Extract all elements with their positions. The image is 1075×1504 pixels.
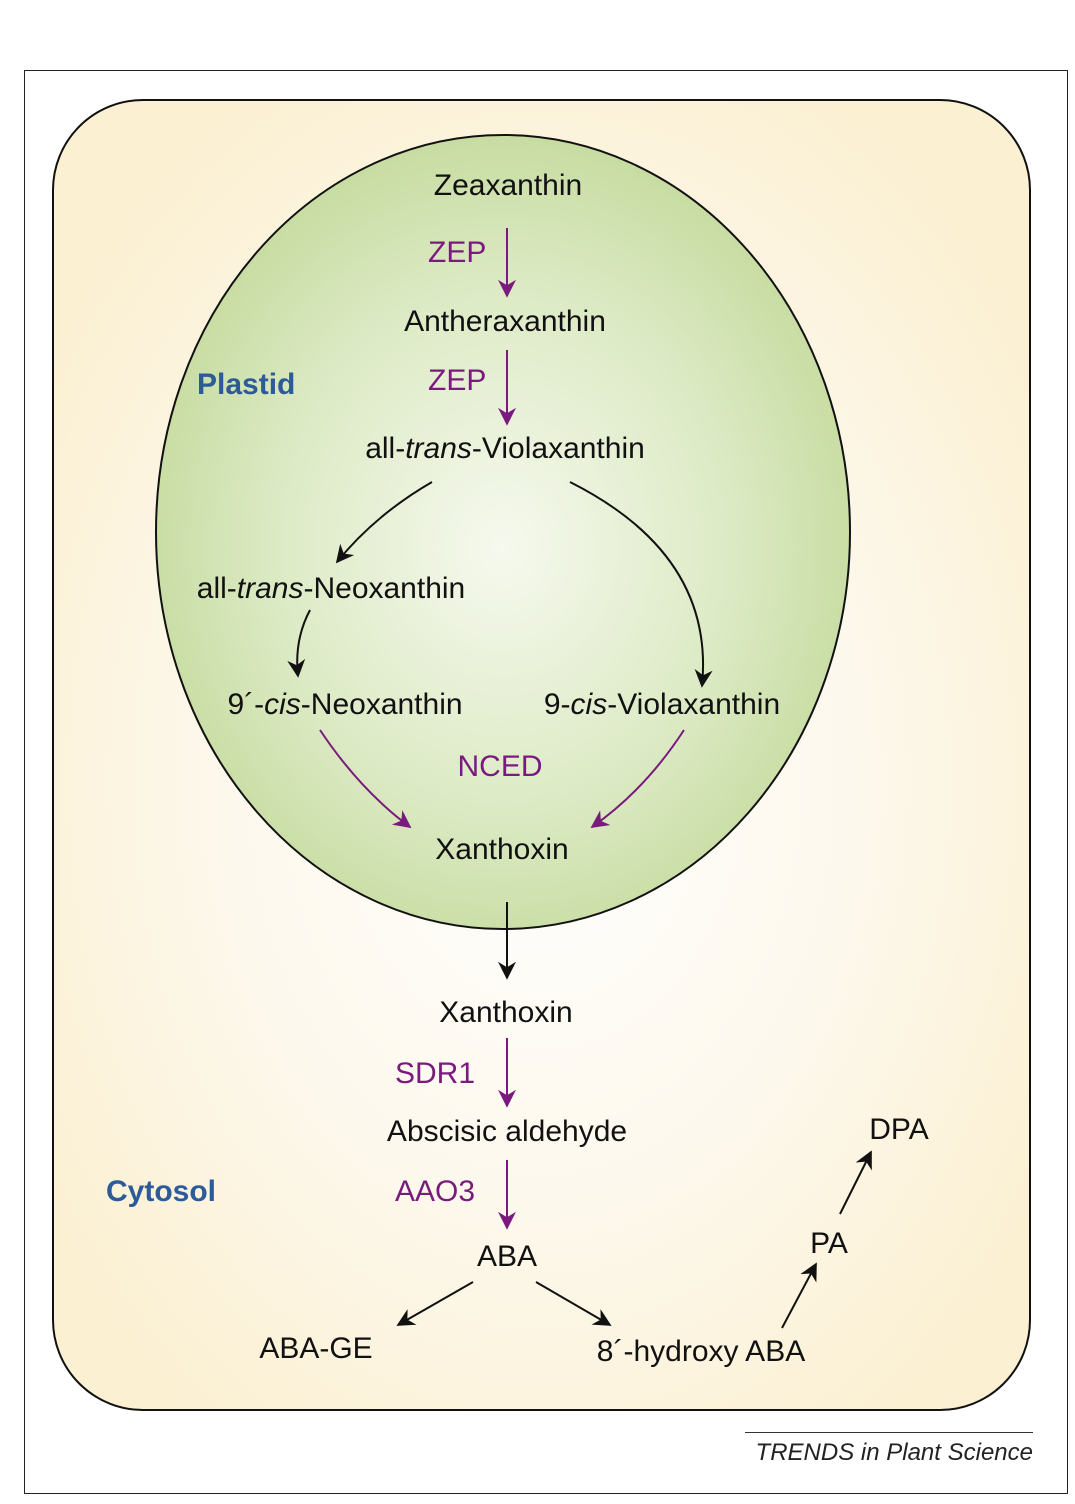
plastid-label: Plastid [197, 368, 296, 401]
cis-violaxanthin-label: 9-cis-Violaxanthin [543, 688, 781, 721]
cis-neoxanthin-label: 9´-cis-Neoxanthin [227, 688, 463, 721]
nced-enzyme-label: NCED [457, 750, 543, 783]
pa-label: PA [810, 1227, 848, 1260]
sdr1-enzyme-label: SDR1 [395, 1057, 476, 1090]
all-trans-violaxanthin-label: all-trans-Violaxanthin [365, 432, 645, 465]
arrow-cis-violaxanthin-xanthoxin [590, 729, 685, 829]
aba-label: ABA [476, 1240, 538, 1273]
all-trans-neoxanthin-label: all-trans-Neoxanthin [196, 572, 466, 605]
abscisic-aldehyde-label: Abscisic aldehyde [386, 1115, 628, 1148]
arrow-aba-aba-ge [396, 1281, 474, 1326]
arrow-aba-hydroxy-aba [535, 1281, 612, 1326]
xanthoxin-cytosol-label: Xanthoxin [439, 996, 573, 1029]
arrow-neoxanthin-cis-neoxanthin [287, 609, 311, 678]
figure-frame [24, 70, 1068, 1494]
aba-ge-label: ABA-GE [259, 1332, 373, 1365]
arrow-violaxanthin-neoxanthin [335, 481, 433, 564]
aao3-enzyme-label: AAO3 [395, 1175, 476, 1208]
hydroxy-aba-label: 8´-hydroxy ABA [596, 1335, 806, 1368]
zeaxanthin-label: Zeaxanthin [433, 169, 583, 202]
arrow-cis-neoxanthin-xanthoxin [319, 729, 412, 829]
arrow-violaxanthin-cis-violaxanthin [569, 481, 713, 688]
zep-enzyme-label-2: ZEP [428, 364, 487, 397]
arrow-pa-dpa [839, 1150, 872, 1215]
cytosol-label: Cytosol [106, 1175, 217, 1208]
xanthoxin-plastid-label: Xanthoxin [435, 833, 569, 866]
journal-credit: TRENDS in Plant Science [745, 1432, 1033, 1467]
antheraxanthin-label: Antheraxanthin [404, 305, 606, 338]
plastid-boundary [155, 134, 851, 930]
zep-enzyme-label-1: ZEP [428, 236, 487, 269]
dpa-label: DPA [869, 1113, 929, 1146]
arrow-hydroxy-aba-pa [781, 1262, 817, 1329]
